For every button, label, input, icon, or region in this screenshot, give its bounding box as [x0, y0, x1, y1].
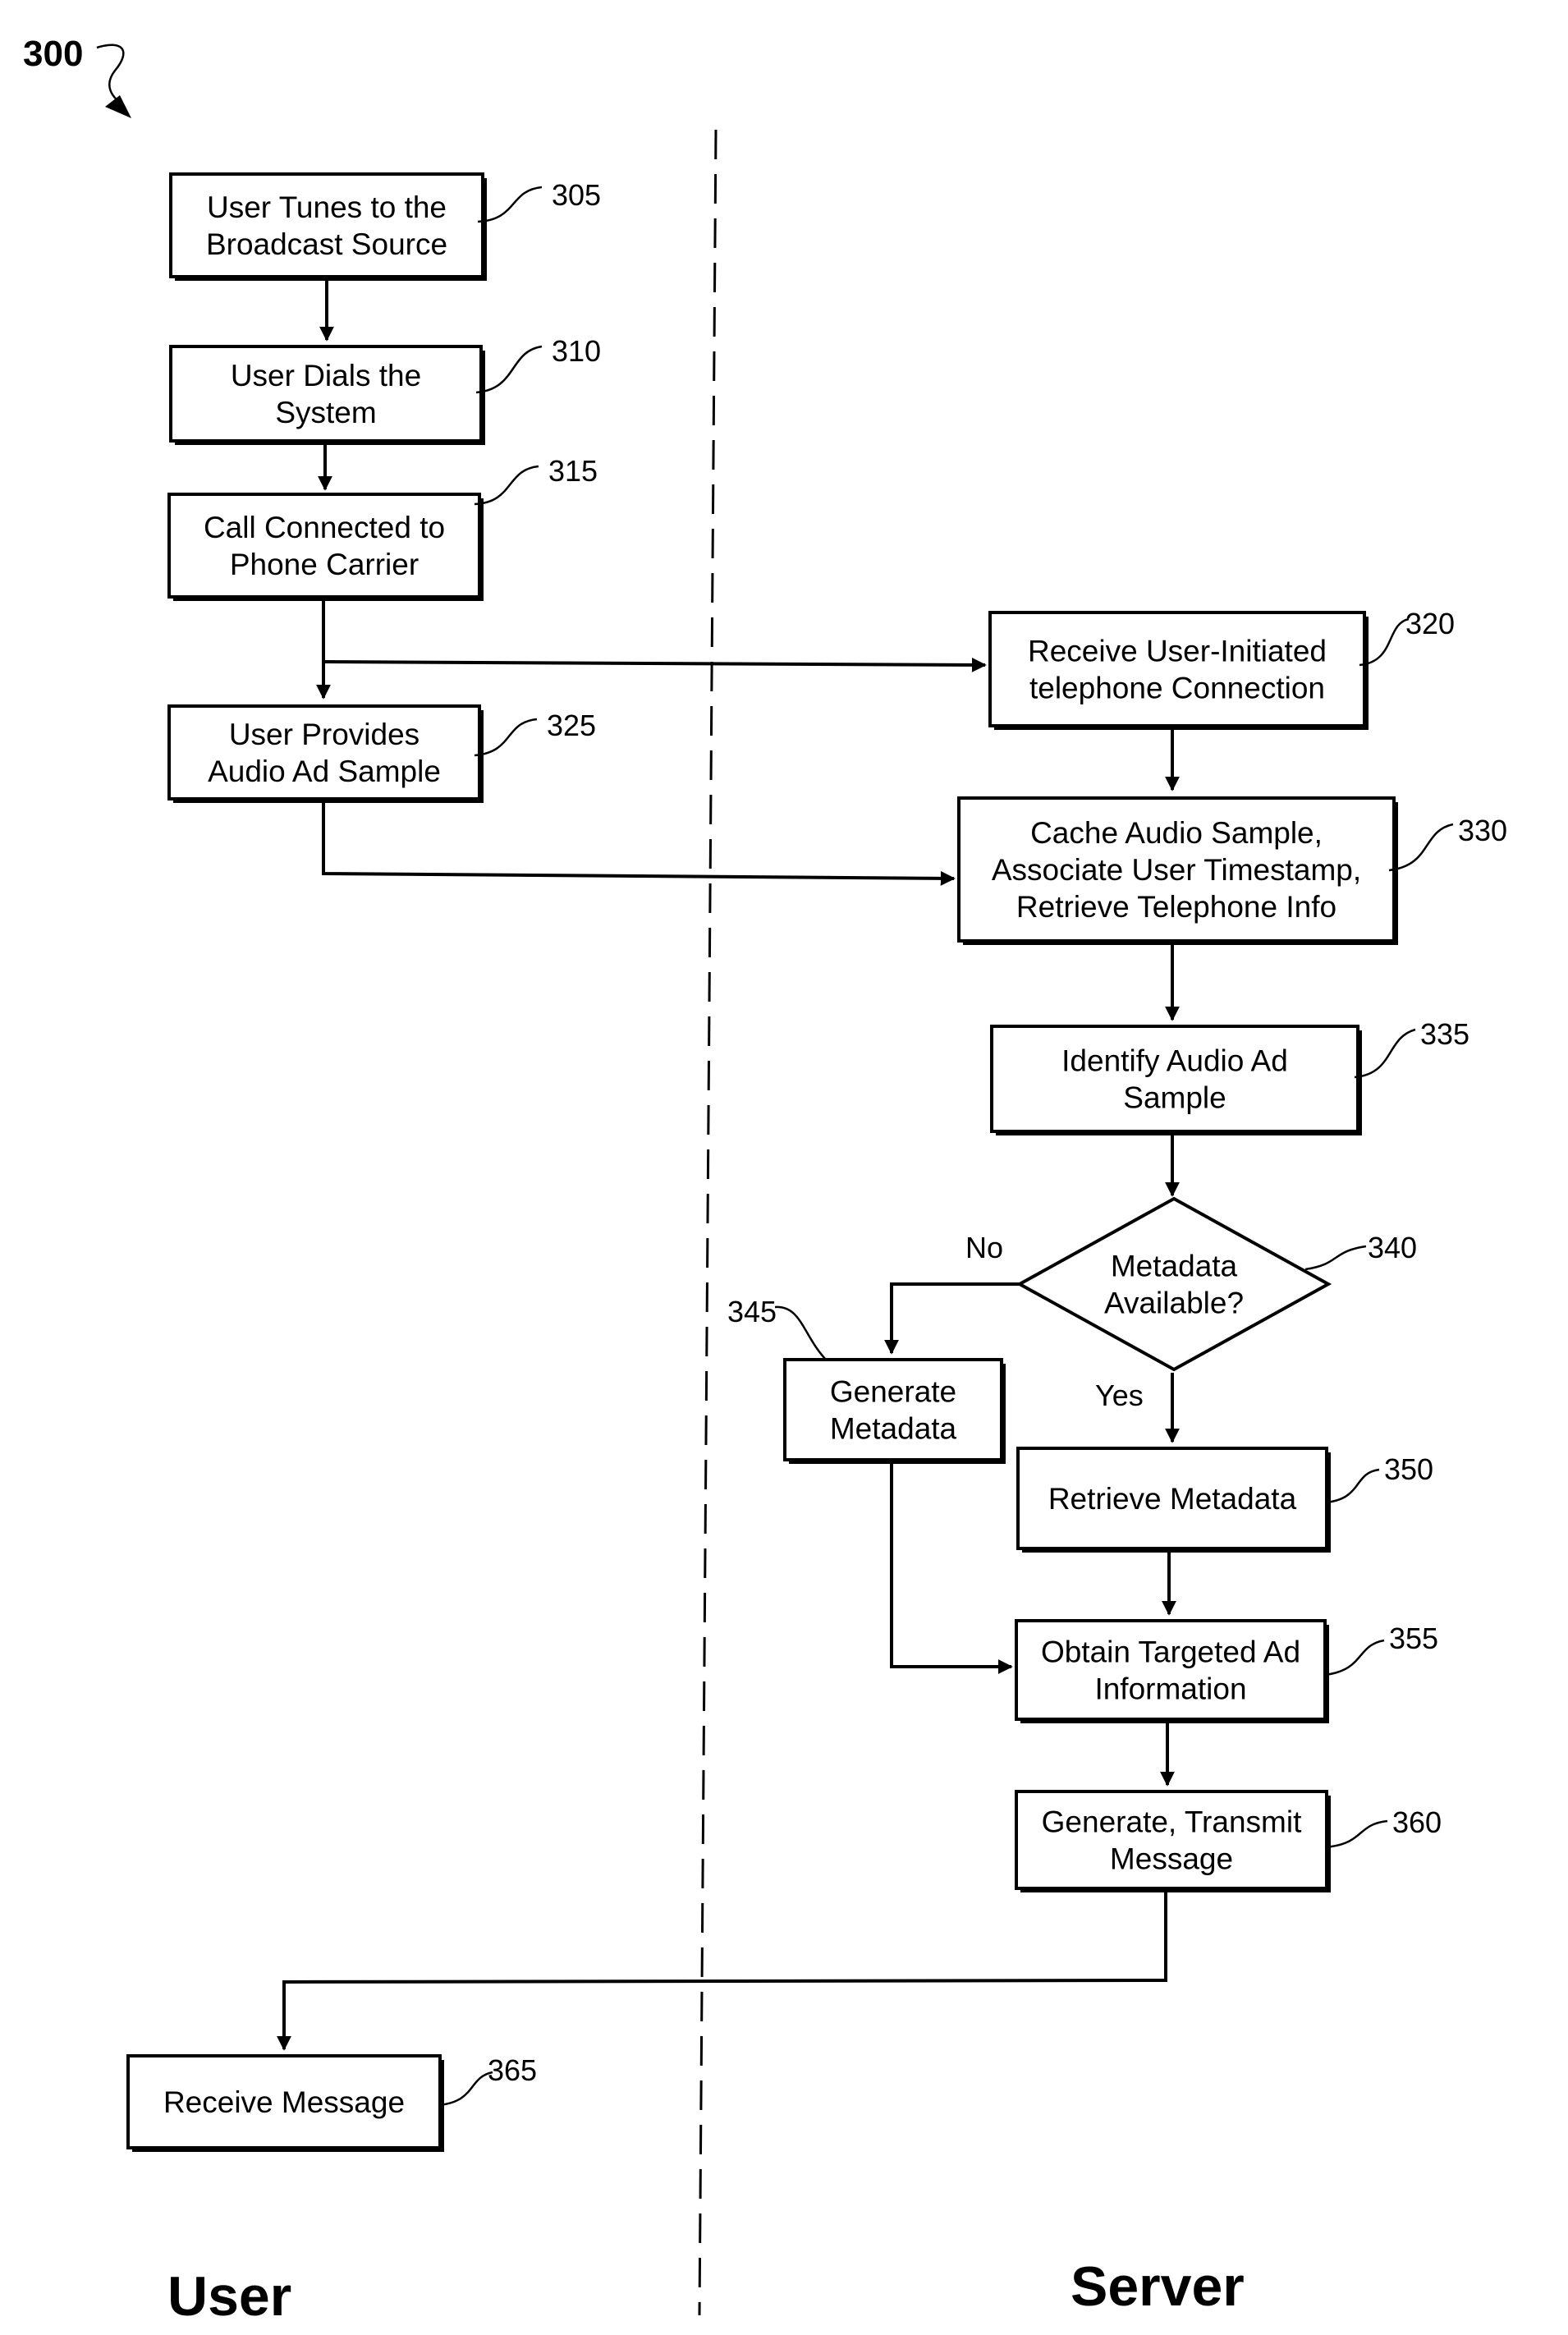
lane-label-user: User [167, 2265, 291, 2328]
branch-label-no: No [965, 1231, 1003, 1264]
step-340-ref-number: 340 [1368, 1231, 1417, 1264]
step-330-label-line-3: Retrieve Telephone Info [1016, 890, 1336, 924]
step-335-ref-number: 335 [1420, 1017, 1469, 1051]
step-305-ref-leader [478, 187, 542, 222]
step-345: GenerateMetadata 345 [727, 1295, 1006, 1464]
steps-layer: User Tunes to theBroadcast Source305User… [128, 174, 1507, 2152]
step-320-ref-number: 320 [1405, 607, 1455, 640]
step-315-label-line-2: Phone Carrier [230, 548, 419, 581]
step-365-ref-leader [438, 2072, 493, 2105]
step-340-diamond [1020, 1199, 1328, 1369]
step-330-ref-leader [1389, 824, 1453, 870]
figure-number-arrowhead [105, 95, 131, 118]
step-335: Identify Audio AdSample 335 [992, 1017, 1469, 1135]
step-320-box [990, 612, 1364, 726]
step-325-ref-number: 325 [547, 709, 596, 742]
step-350-ref-number: 350 [1384, 1452, 1433, 1486]
step-350-ref-leader [1325, 1470, 1379, 1502]
connector-345-355 [892, 1460, 1011, 1667]
step-315-box [169, 494, 479, 597]
connector-325-330 [323, 799, 954, 878]
step-360-label-line-1: Generate, Transmit [1042, 1805, 1302, 1839]
lane-label-server: Server [1071, 2255, 1245, 2318]
step-355-label-line-2: Information [1094, 1672, 1246, 1706]
connector-315-320 [323, 662, 985, 665]
step-320: Receive User-Initiated telephone Connecti… [990, 607, 1455, 730]
step-310-ref-leader [476, 346, 542, 392]
step-310-label-line-2: System [275, 396, 376, 429]
step-360-ref-number: 360 [1392, 1805, 1442, 1839]
step-315-ref-number: 315 [548, 454, 598, 488]
step-365: Receive Message 365 [128, 2053, 537, 2152]
step-330: Cache Audio Sample,Associate User Timest… [959, 798, 1507, 945]
step-345-ref-leader [775, 1307, 826, 1360]
step-335-ref-leader [1355, 1030, 1415, 1077]
step-350-label-line-1: Retrieve Metadata [1048, 1482, 1297, 1516]
step-305-label-line-2: Broadcast Source [206, 227, 447, 261]
step-325-ref-leader [475, 719, 537, 755]
step-310-ref-number: 310 [552, 334, 601, 368]
step-305-label-line-1: User Tunes to the [207, 190, 447, 224]
step-305-ref-number: 305 [552, 178, 601, 212]
step-340-ref-leader [1305, 1246, 1366, 1269]
connector-360-365 [284, 1888, 1166, 2049]
step-340-label-line-1: Metadata [1111, 1250, 1238, 1283]
connector-340-345-no [892, 1284, 1020, 1353]
step-345-label-line-2: Metadata [830, 1412, 957, 1446]
step-325-label-line-1: User Provides [229, 718, 420, 751]
step-340: MetadataAvailable? 340 [1020, 1199, 1417, 1369]
step-335-box [992, 1026, 1358, 1131]
step-320-label-line-1: Receive User-Initiated [1028, 635, 1327, 668]
step-345-ref-number: 345 [727, 1295, 777, 1328]
branch-label-yes: Yes [1095, 1379, 1144, 1412]
step-305: User Tunes to theBroadcast Source 305 [171, 174, 601, 281]
step-355-label-line-1: Obtain Targeted Ad [1041, 1635, 1300, 1669]
step-345-label-line-1: Generate [830, 1375, 956, 1409]
step-350: Retrieve Metadata 350 [1018, 1448, 1433, 1553]
step-330-ref-number: 330 [1458, 814, 1507, 847]
step-365-ref-number: 365 [488, 2053, 537, 2087]
step-330-label-line-2: Associate User Timestamp, [992, 853, 1361, 887]
step-330-label-line-1: Cache Audio Sample, [1030, 816, 1323, 850]
step-315: Call Connected to Phone Carrier 315 [169, 454, 598, 601]
step-340-label-line-2: Available? [1104, 1287, 1244, 1320]
step-360-ref-leader [1325, 1821, 1387, 1847]
step-325-label-line-2: Audio Ad Sample [208, 755, 441, 788]
step-355-ref-number: 355 [1389, 1622, 1438, 1655]
step-305-box [171, 174, 483, 277]
step-365-label-line-1: Receive Message [163, 2085, 405, 2119]
step-335-label-line-1: Identify Audio Ad [1061, 1044, 1288, 1078]
step-335-label-line-2: Sample [1123, 1081, 1226, 1115]
figure-number: 300 [23, 34, 83, 74]
step-355-ref-leader [1325, 1640, 1384, 1675]
step-310-label-line-1: User Dials the [231, 359, 421, 392]
lane-divider [699, 130, 716, 2315]
step-315-label-line-1: Call Connected to [204, 511, 445, 544]
step-320-label-line-2: telephone Connection [1029, 672, 1325, 705]
step-360-label-line-2: Message [1110, 1842, 1233, 1876]
step-325: User ProvidesAudio Ad Sample 325 [169, 706, 596, 803]
step-310: User Dials theSystem 310 [171, 334, 601, 445]
step-360: Generate, TransmitMessage 360 [1016, 1791, 1442, 1892]
step-355: Obtain Targeted AdInformation 355 [1016, 1621, 1438, 1723]
step-315-ref-leader [475, 466, 539, 504]
